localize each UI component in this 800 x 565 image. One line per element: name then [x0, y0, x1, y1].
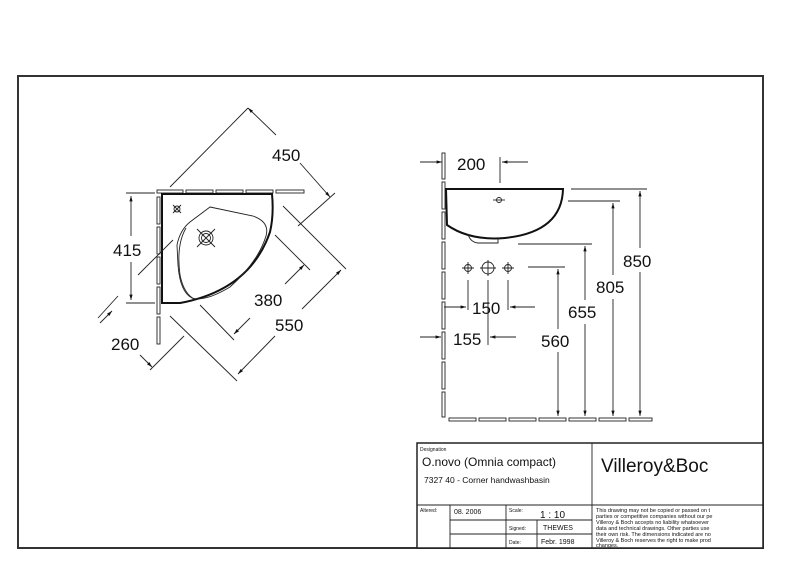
- svg-text:data and technical drawings. O: data and technical drawings. Other parti…: [596, 526, 709, 532]
- dim-415: 415: [113, 241, 141, 260]
- svg-text:their own risk. The dimensions: their own risk. The dimensions indicated…: [596, 532, 711, 538]
- dim-850: 850: [623, 252, 651, 271]
- drawing-border: [17, 75, 764, 549]
- basin-bowl: [176, 206, 268, 300]
- trap: [467, 233, 499, 244]
- plan-view: 415 450 550 380 260: [97, 107, 347, 382]
- disclaimer: This drawing may not be copied or passed…: [596, 508, 712, 549]
- dim-380: 380: [254, 291, 282, 310]
- brand-logo-text: Villeroy&Boc: [601, 456, 708, 477]
- floor-tiles: [448, 417, 653, 422]
- overflow-hole-icon: [493, 197, 505, 203]
- drain-icon: [196, 228, 216, 248]
- signed-value: THEWES: [543, 525, 573, 532]
- dim-805: 805: [596, 278, 624, 297]
- date-label: Date:: [509, 540, 521, 546]
- svg-text:Villeroy & Boch accepts no lia: Villeroy & Boch accepts no liability wha…: [596, 520, 709, 526]
- basin-side: [444, 188, 565, 240]
- wall-tiles-left: [156, 196, 161, 345]
- scale-label: Scale:: [509, 508, 523, 514]
- date-value: Febr. 1998: [541, 539, 575, 546]
- tap-hole-icon: [172, 204, 182, 214]
- scale-value: 1 : 10: [540, 510, 565, 521]
- designation-label: Designation: [420, 447, 447, 453]
- wall-tiles-vertical: [441, 152, 446, 418]
- supply-hole-right-icon: [502, 262, 514, 274]
- dim-550: 550: [275, 316, 303, 335]
- wall-tiles-top: [156, 189, 305, 194]
- dim-560: 560: [541, 332, 569, 351]
- svg-text:changes.: changes.: [596, 543, 619, 549]
- svg-text:parties or competitive compani: parties or competitive companies without…: [596, 514, 712, 520]
- dim-155: 155: [453, 330, 481, 349]
- svg-text:This drawing may not be copied: This drawing may not be copied or passed…: [596, 508, 711, 514]
- dim-150: 150: [472, 299, 500, 318]
- title-block: Designation O.novo (Omnia compact) 7327 …: [416, 442, 764, 549]
- altered-value: 08. 2006: [454, 509, 481, 516]
- supply-hole-left-icon: [462, 262, 474, 274]
- elevation-view: 200 150 155 850 805 655 560: [420, 152, 653, 422]
- product-name: O.novo (Omnia compact): [422, 455, 556, 469]
- dim-260: 260: [111, 335, 139, 354]
- altered-label: Altered:: [420, 508, 437, 514]
- signed-label: Signed:: [509, 526, 526, 532]
- waste-hole-icon: [480, 260, 496, 276]
- svg-text:Villeroy & Boch reserves the r: Villeroy & Boch reserves the right to ma…: [596, 538, 711, 544]
- dim-655: 655: [568, 303, 596, 322]
- product-code: 7327 40 - Corner handwashbasin: [424, 475, 550, 485]
- dim-200: 200: [457, 155, 485, 174]
- dim-450: 450: [272, 146, 300, 165]
